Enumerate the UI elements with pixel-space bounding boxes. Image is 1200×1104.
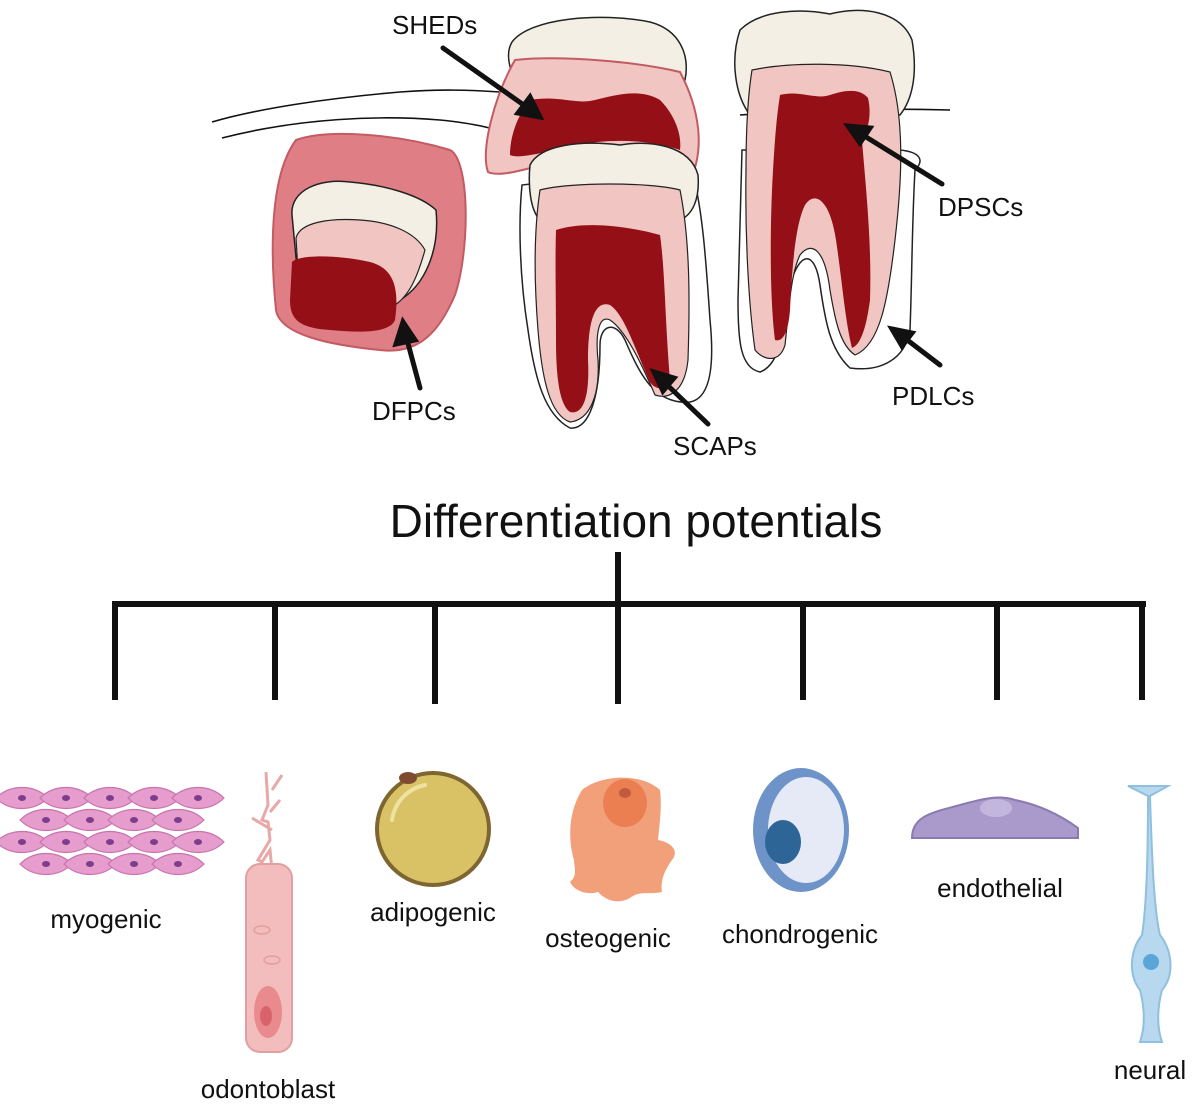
arrows [392,45,945,427]
arrow-dfpcs [403,333,423,391]
arrowhead-sheds [513,92,545,121]
myocyte-nucleus [62,839,70,845]
endothelial-cell-icon [910,796,1079,839]
label-dfpcs: DFPCs [372,396,456,426]
lineage-label-endothelial: endothelial [937,873,1063,903]
myocyte-nucleus [62,795,70,801]
odontoblast-cell-icon [245,771,293,1053]
myocyte-nucleus [194,839,202,845]
myocyte-nucleus [18,839,26,845]
arrow-sheds [440,45,531,111]
arrowhead-dfpcs [392,316,420,348]
osteocyte-cell-icon [570,777,675,902]
tooth-dfpcs [271,132,467,352]
branch-tree [112,552,1146,704]
arrow-scaps [659,377,711,427]
tooth-dpscs [734,9,921,373]
myocyte-nucleus [106,795,114,801]
arrowhead-scaps [649,367,679,396]
tooth-sheds [484,16,700,182]
myocyte-nucleus [106,839,114,845]
myocyte-nucleus [150,839,158,845]
lineage-label-adipogenic: adipogenic [370,897,496,927]
myocyte-nucleus [42,817,50,823]
myocyte-nucleus [86,861,94,867]
lineage-label-odontoblast: odontoblast [201,1074,336,1104]
myocyte-nucleus [174,861,182,867]
chondrocyte-cell-icon [753,768,849,892]
myocyte-nucleus [18,795,26,801]
myocyte-nucleus [130,817,138,823]
label-dpscs: DPSCs [938,192,1023,222]
tooth-scaps [519,142,713,429]
neural-cell-icon [1127,785,1172,1043]
arrow-dpscs [855,129,945,187]
label-pdlcs: PDLCs [892,381,974,411]
label-sheds: SHEDs [392,10,477,40]
arrowhead-dpscs [842,123,875,148]
myocyte-nucleus [174,817,182,823]
myocyte-nucleus [150,795,158,801]
lineage-label-myogenic: myogenic [50,904,161,934]
myocyte-nucleus [42,861,50,867]
label-scaps: SCAPs [673,431,757,461]
lineage-label-osteogenic: osteogenic [545,923,671,953]
lineage-label-neural: neural [1114,1055,1186,1085]
myocyte-nucleus [194,795,202,801]
adipocyte-cell-icon [375,771,491,887]
myogenic-cell-icon [0,786,225,876]
myocyte-nucleus [130,861,138,867]
lineage-label-chondrogenic: chondrogenic [722,919,878,949]
diagram-title: Differentiation potentials [390,495,883,547]
arrowhead-pdlcs [887,325,917,351]
myocyte-nucleus [86,817,94,823]
